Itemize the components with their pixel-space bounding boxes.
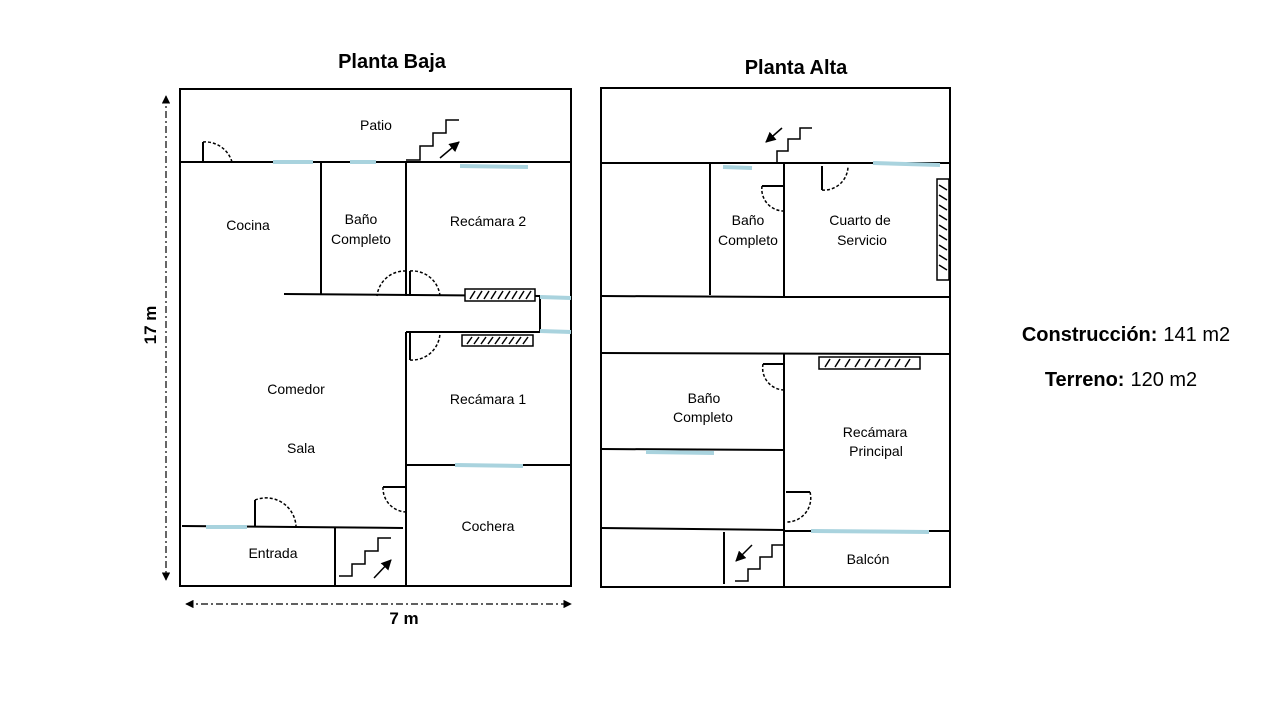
ground-floor-title: Planta Baja — [338, 51, 447, 73]
width-dimension-label: 7 m — [389, 609, 418, 628]
ground-floor-windows — [206, 160, 572, 529]
upper-floor-doors — [761, 165, 849, 523]
room-bano-b-line1: Baño — [688, 390, 721, 406]
upper-floor-windows — [645, 161, 941, 534]
construction-label: Construcción: — [1022, 324, 1158, 346]
room-recamara-1: Recámara 1 — [450, 391, 526, 407]
room-cuarto-line1: Cuarto de — [829, 212, 891, 228]
upper-floor-stairs — [735, 127, 812, 582]
room-bano-b-line2: Completo — [673, 409, 733, 425]
ground-floor-doors — [202, 141, 441, 527]
room-recamara-2: Recámara 2 — [450, 213, 526, 229]
upper-floor-title: Planta Alta — [745, 57, 848, 79]
room-recamara-principal-line2: Principal — [849, 443, 903, 459]
ground-floor-closets — [461, 288, 536, 347]
upper-floor-room-labels: Baño Completo Cuarto de Servicio Baño Co… — [673, 212, 907, 567]
room-recamara-principal-line1: Recámara — [843, 424, 908, 440]
height-dimension-label: 17 m — [141, 306, 160, 345]
room-entrada: Entrada — [248, 545, 297, 561]
room-bano-line1: Baño — [345, 211, 378, 227]
construction-value: 141 m2 — [1163, 324, 1230, 346]
construction-area: Construcción:141 m2 — [1022, 324, 1230, 346]
room-bano-a-line2: Completo — [718, 232, 778, 248]
room-balcon: Balcón — [847, 551, 890, 567]
ground-floor-stairs — [339, 119, 460, 579]
room-sala: Sala — [287, 440, 315, 456]
area-stats: Construcción:141 m2 Terreno:120 m2 — [1022, 324, 1230, 391]
ground-floor-plan: Planta Baja — [141, 51, 572, 628]
upper-floor-outline — [600, 87, 951, 588]
upper-floor-plan: Planta Alta — [600, 57, 951, 588]
ground-floor-outline — [179, 88, 572, 587]
room-cuarto-line2: Servicio — [837, 232, 887, 248]
room-patio: Patio — [360, 117, 392, 133]
room-cocina: Cocina — [226, 217, 270, 233]
ground-floor-room-labels: Patio Cocina Baño Completo Recámara 2 Co… — [226, 117, 526, 561]
land-label: Terreno: — [1045, 369, 1125, 391]
land-area: Terreno:120 m2 — [1045, 369, 1197, 391]
upper-floor-closets — [818, 178, 950, 370]
land-value: 120 m2 — [1130, 369, 1197, 391]
upper-floor-walls — [600, 162, 951, 587]
room-cochera: Cochera — [462, 518, 515, 534]
room-comedor: Comedor — [267, 381, 325, 397]
room-bano-line2: Completo — [331, 231, 391, 247]
room-bano-a-line1: Baño — [732, 212, 765, 228]
